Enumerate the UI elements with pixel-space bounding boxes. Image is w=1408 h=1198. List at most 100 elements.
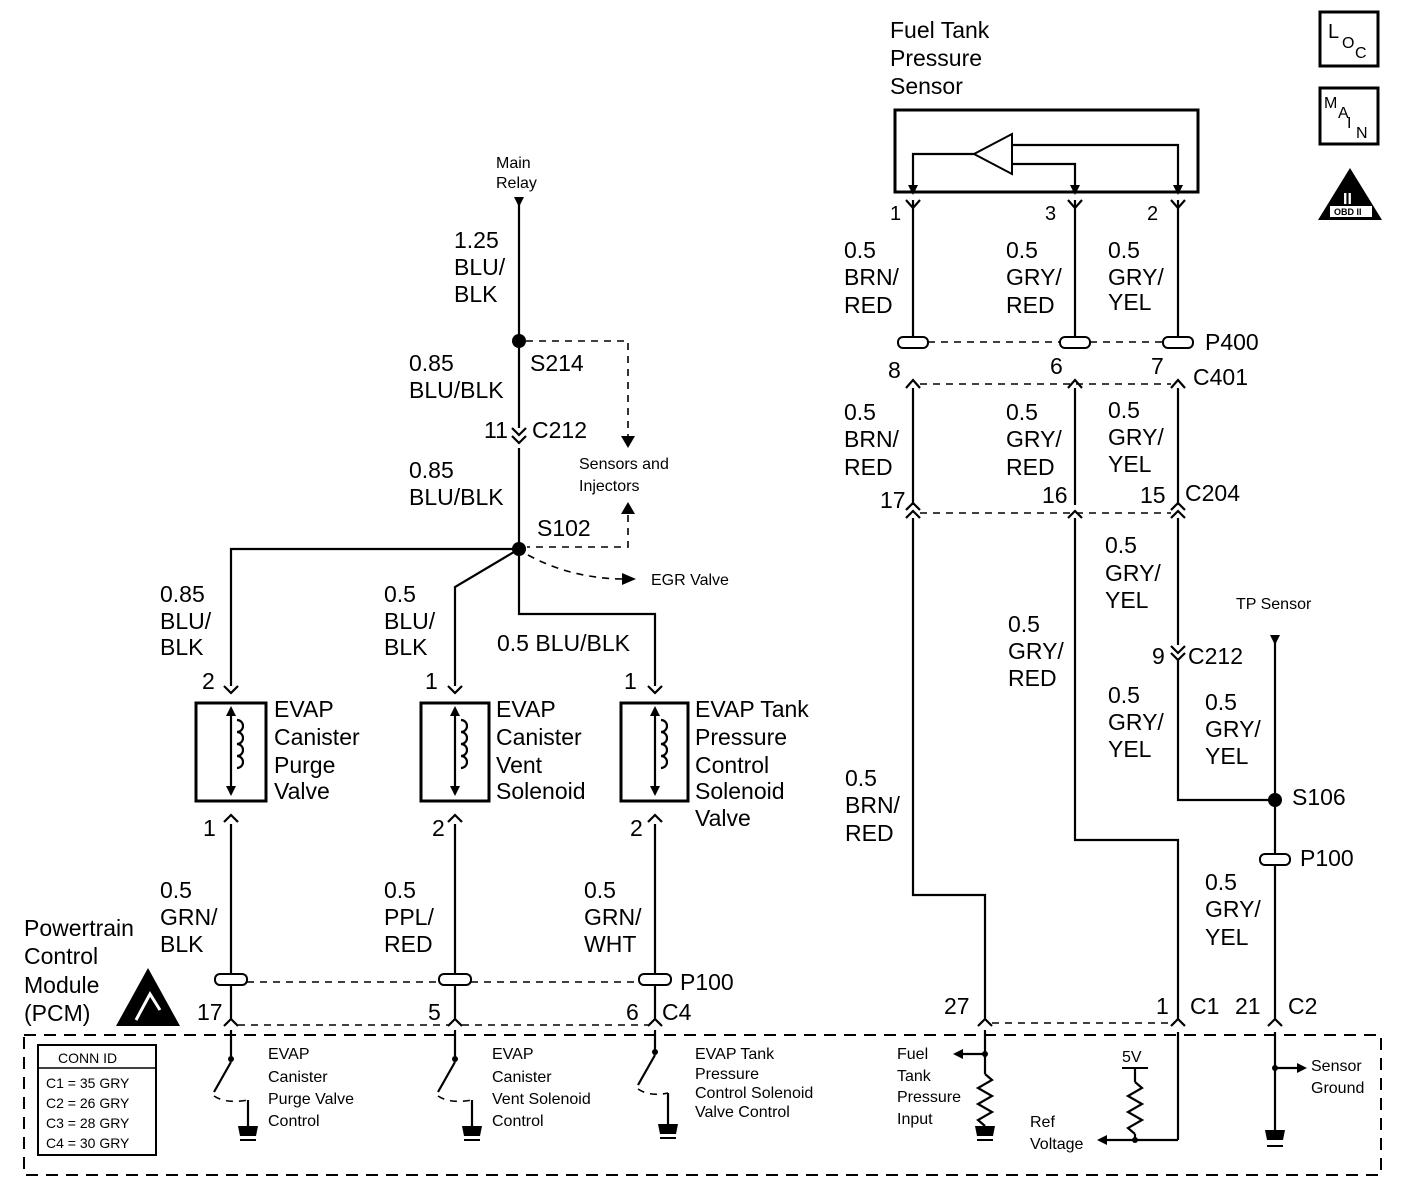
conn-id-table: CONN ID C1 = 35 GRY C2 = 26 GRY C3 = 28 … [37,1044,157,1156]
svg-text:C3 = 28 GRY: C3 = 28 GRY [46,1115,130,1131]
svg-text:5V: 5V [1122,1049,1142,1066]
svg-text:Pressure: Pressure [695,1066,759,1083]
svg-text:RED: RED [1006,454,1055,480]
svg-text:0.5: 0.5 [1108,237,1140,263]
svg-text:Canister: Canister [496,724,582,750]
svg-text:EVAP: EVAP [492,1046,534,1063]
wire-purge-top: 0.85 [160,581,205,607]
svg-text:Purge Valve: Purge Valve [268,1091,354,1108]
svg-text:Ground: Ground [1311,1080,1364,1097]
svg-text:GRY/: GRY/ [1006,264,1062,290]
purge-driver: EVAP Canister Purge Valve Control [213,1030,354,1141]
svg-text:(PCM): (PCM) [24,1000,90,1026]
svg-text:0.5: 0.5 [1006,399,1038,425]
svg-text:Valve: Valve [274,778,330,804]
svg-text:I: I [1347,115,1351,132]
c401-pin-7: 7 [1151,353,1164,379]
wire-tank-bot: 0.5 [584,877,616,903]
wire-vent-top: 0.5 [384,581,416,607]
main-icon: M A I N [1318,86,1380,146]
svg-text:1: 1 [624,668,637,694]
svg-text:L: L [1328,21,1339,43]
svg-text:YEL: YEL [1205,924,1249,950]
svg-text:Valve Control: Valve Control [695,1104,790,1121]
c401-pin-6: 6 [1050,353,1063,379]
sensor-pin-2: 2 [1147,203,1158,225]
pcm-pin-6: 6 [626,999,639,1025]
svg-text:0.5: 0.5 [1108,682,1140,708]
vent-driver: EVAP Canister Vent Solenoid Control [437,1030,591,1141]
svg-text:0.5: 0.5 [1205,869,1237,895]
svg-text:2: 2 [202,668,215,694]
pcm-pin-27: 27 [944,993,970,1019]
svg-text:YEL: YEL [1205,743,1249,769]
svg-text:1: 1 [425,668,438,694]
svg-text:RED: RED [844,292,893,318]
svg-text:C1 = 35 GRY: C1 = 35 GRY [46,1075,130,1091]
svg-text:BRN/: BRN/ [845,792,901,818]
p400-label: P400 [1205,329,1259,355]
pcm-pin-1: 1 [1156,993,1169,1019]
c212-pin-11: 11 [484,417,508,443]
svg-text:YEL: YEL [1108,736,1152,762]
svg-text:Canister: Canister [492,1069,552,1086]
svg-text:C4 = 30 GRY: C4 = 30 GRY [46,1135,130,1151]
pcm-pin-17: 17 [197,999,223,1025]
svg-text:Vent Solenoid: Vent Solenoid [492,1091,591,1108]
wire-vent-bot-2: PPL/ [384,904,434,930]
svg-text:O: O [1342,35,1354,52]
svg-text:Tank: Tank [897,1068,932,1085]
s214-label: S214 [530,350,584,376]
svg-text:1: 1 [203,815,216,841]
svg-text:II: II [1343,191,1352,208]
sensors-injectors-label: Sensors and [579,456,669,473]
c401-label: C401 [1193,364,1248,390]
svg-text:EVAP: EVAP [274,696,334,722]
svg-text:Voltage: Voltage [1030,1136,1083,1153]
c212-right-pin: 9 [1152,643,1165,669]
svg-text:0.5: 0.5 [1108,397,1140,423]
evap-canister-vent-solenoid: 1 2 EVAP Canister Vent Solenoid [419,668,586,841]
svg-text:Sensor: Sensor [1311,1058,1362,1075]
svg-text:N: N [1356,125,1368,142]
lower-left-wiring [214,824,1283,1027]
wire-top-color-2: BLK [454,281,498,307]
svg-text:0.5: 0.5 [844,399,876,425]
svg-text:OBD II: OBD II [1334,207,1362,217]
svg-text:Sensor: Sensor [890,73,963,99]
sensor-pin-3: 3 [1045,203,1056,225]
sensors-injectors-label-2: Injectors [579,478,639,495]
svg-text:Pressure: Pressure [695,724,787,750]
main-relay-label: Main [496,155,531,172]
svg-text:Valve: Valve [695,805,751,831]
c1-label: C1 [1190,993,1219,1019]
svg-text:0.5: 0.5 [1006,237,1038,263]
svg-text:M: M [1324,95,1337,112]
wire-purge-bot: 0.5 [160,877,192,903]
p100-left-label: P100 [680,969,734,995]
egr-valve-label: EGR Valve [651,572,729,589]
pcm-outline [23,1034,1382,1176]
c212-right-label: C212 [1188,643,1243,669]
svg-text:RED: RED [844,454,893,480]
svg-text:BRN/: BRN/ [844,426,900,452]
c401-pin-8: 8 [888,357,901,383]
tp-sensor-label: TP Sensor [1236,596,1312,613]
wire-s214-color: BLU/BLK [409,377,504,403]
tank-driver: EVAP Tank Pressure Control Solenoid Valv… [637,1030,813,1139]
svg-text:GRY/: GRY/ [1205,896,1261,922]
svg-text:0.5: 0.5 [844,237,876,263]
svg-text:2: 2 [432,815,445,841]
c204-label: C204 [1185,480,1240,506]
s102-label: S102 [537,515,591,541]
c2-label: C2 [1288,993,1317,1019]
svg-text:Purge: Purge [274,752,335,778]
c4-label: C4 [662,999,692,1025]
wire-purge-top-3: BLK [160,634,204,660]
svg-text:CONN ID: CONN ID [58,1050,117,1066]
c204-pin-15: 15 [1140,482,1166,508]
wire-top-gauge: 1.25 [454,227,499,253]
svg-text:2: 2 [630,815,643,841]
svg-text:GRY/: GRY/ [1006,426,1062,452]
